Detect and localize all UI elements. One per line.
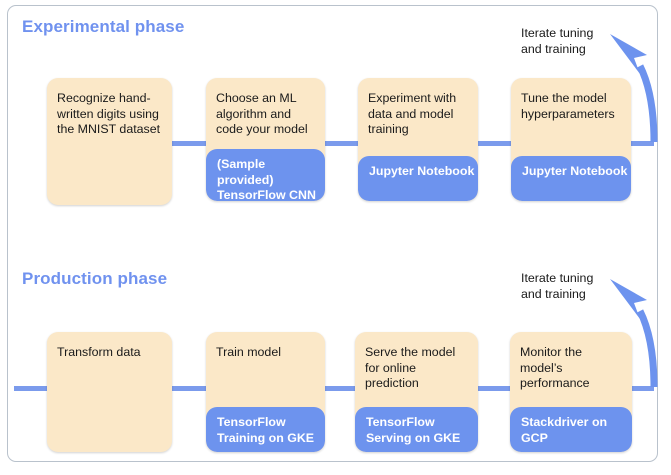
node-prod-2-title: Train model	[216, 345, 281, 359]
node-exp-1[interactable]: Recognize hand-written digits using the …	[47, 78, 172, 205]
node-prod-4-title: Monitor the model’s performance	[520, 345, 590, 391]
node-exp-3[interactable]: Experiment with data and model training …	[358, 78, 478, 201]
node-prod-3-tech: TensorFlow Serving on GKE	[355, 407, 478, 452]
node-exp-2-tech: (Sample provided) TensorFlow CNN model	[206, 149, 325, 201]
connector-prod-start	[14, 386, 47, 391]
connector-prod-4-loop	[632, 386, 654, 391]
connector-exp-4-loop	[631, 141, 654, 146]
node-prod-4-tech: Stackdriver on GCP	[510, 407, 632, 452]
connector-exp-2-3	[325, 141, 358, 146]
node-prod-1[interactable]: Transform data	[47, 332, 172, 452]
node-prod-4[interactable]: Monitor the model’s performance Stackdri…	[510, 332, 632, 452]
node-exp-2[interactable]: Choose an ML algorithm and code your mod…	[206, 78, 325, 201]
connector-exp-1-2	[172, 141, 206, 146]
node-exp-4-title: Tune the model hyperparameters	[521, 91, 615, 121]
node-exp-3-tech: Jupyter Notebook	[358, 156, 478, 201]
node-exp-2-title: Choose an ML algorithm and code your mod…	[216, 91, 308, 137]
connector-prod-3-4	[478, 386, 510, 391]
node-exp-1-title: Recognize hand-written digits using the …	[57, 91, 161, 137]
node-exp-3-title: Experiment with data and model training	[368, 91, 457, 137]
node-prod-3-title: Serve the model for online prediction	[365, 345, 456, 391]
iterate-label-production: Iterate tuning and training	[521, 271, 594, 301]
node-prod-1-title: Transform data	[57, 345, 141, 359]
connector-prod-2-3	[325, 386, 355, 391]
iterate-loop-arrow-experimental	[610, 34, 658, 143]
experimental-phase-title: Experimental phase	[22, 17, 185, 36]
node-prod-2[interactable]: Train model TensorFlow Training on GKE	[206, 332, 325, 452]
node-prod-2-tech: TensorFlow Training on GKE	[206, 407, 325, 452]
iterate-label-experimental: Iterate tuning and training	[521, 26, 594, 56]
iterate-loop-arrow-production	[610, 279, 658, 388]
production-phase-title: Production phase	[22, 269, 168, 288]
connector-exp-3-4	[478, 141, 511, 146]
connector-prod-1-2	[172, 386, 206, 391]
node-exp-4[interactable]: Tune the model hyperparameters Jupyter N…	[511, 78, 631, 201]
node-prod-3[interactable]: Serve the model for online prediction Te…	[355, 332, 478, 452]
node-exp-4-tech: Jupyter Notebook	[511, 156, 631, 201]
